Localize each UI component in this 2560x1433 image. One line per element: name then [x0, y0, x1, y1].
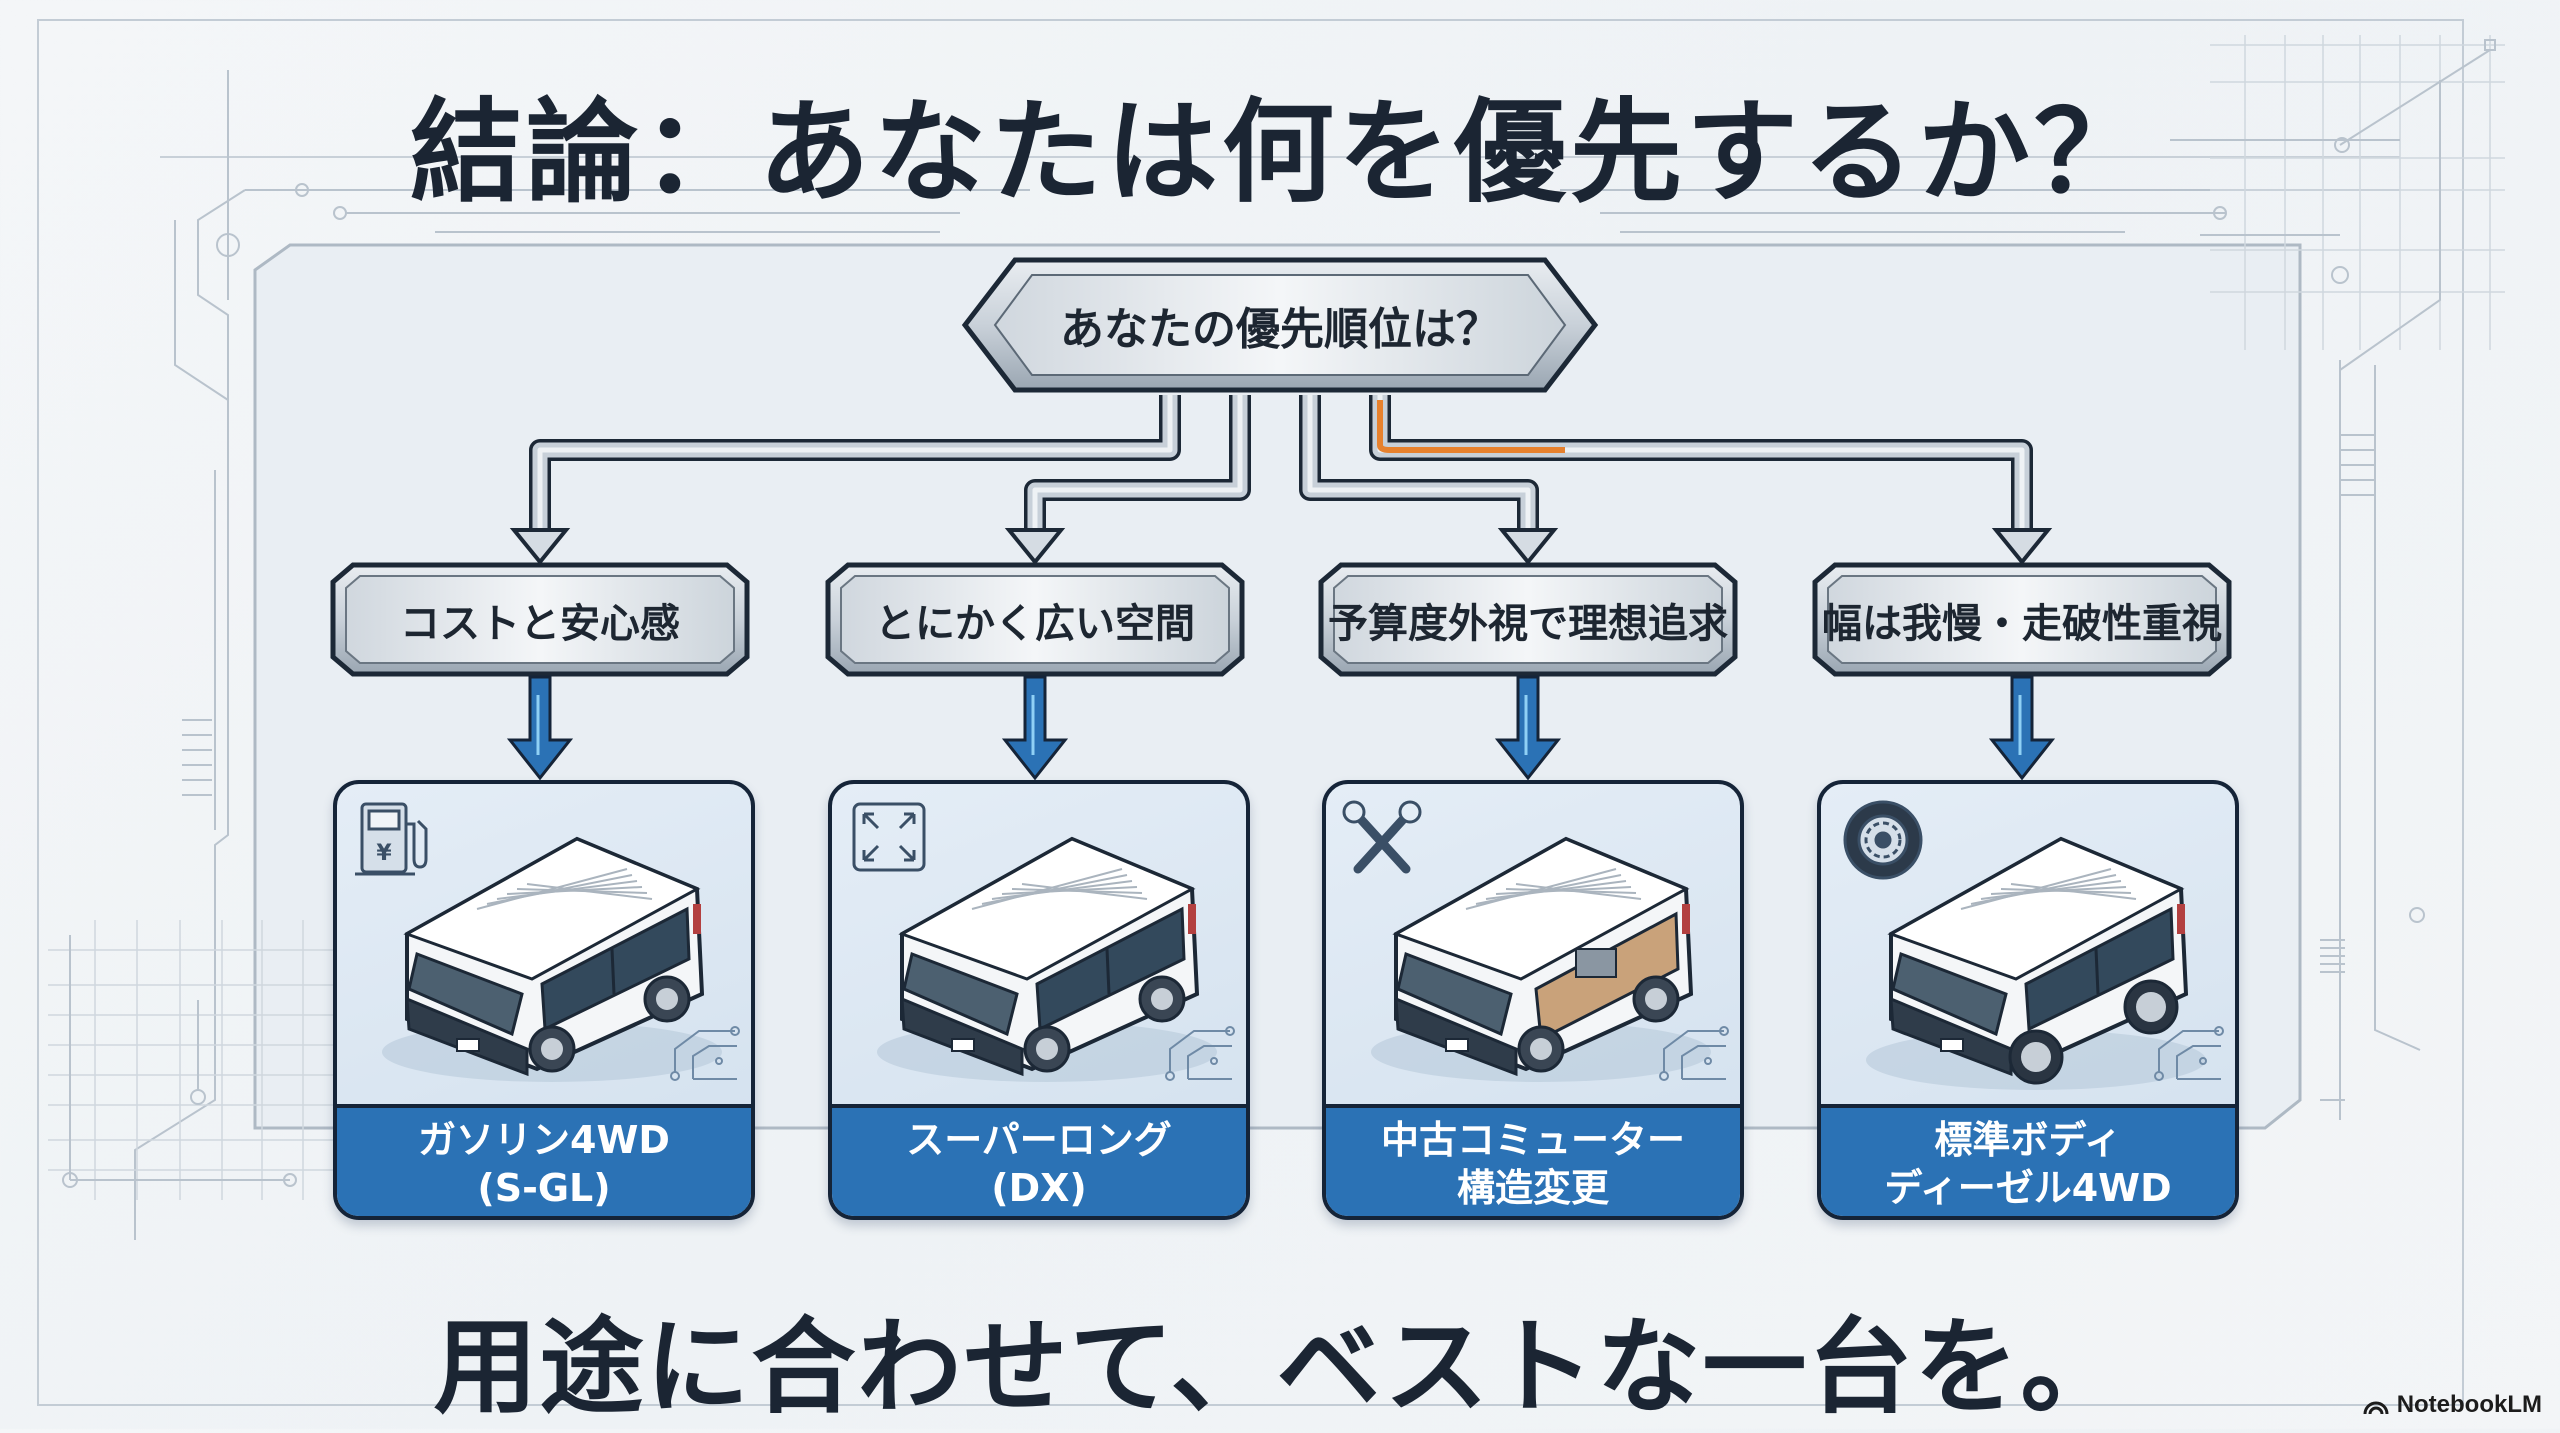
result-card-super-long[interactable]: スーパーロング (DX)	[828, 780, 1250, 1220]
connector-pipe	[1004, 395, 1251, 566]
van-illustration	[1342, 800, 1729, 1082]
plate-shape	[330, 562, 750, 677]
result-label: スーパーロング (DX)	[832, 1104, 1246, 1216]
brand-name: NotebookLM	[2396, 1391, 2542, 1418]
van-body-icon	[382, 836, 722, 1082]
root-question-node: あなたの優先順位は？	[960, 255, 1600, 395]
result-card-diesel-4wd[interactable]: 標準ボディ ディーゼル4WD	[1817, 780, 2239, 1220]
priority-label: とにかく広い空間	[875, 600, 1195, 647]
priority-label: コストと安心感	[400, 600, 680, 647]
plate-shape	[1812, 562, 2232, 677]
highlight-trace	[1377, 400, 1565, 453]
van-illustration	[852, 802, 1235, 1082]
result-line-2: (DX)	[991, 1166, 1087, 1210]
plate-shape	[825, 562, 1245, 677]
arrowhead-icon	[1004, 528, 1066, 566]
result-line-1: 中古コミューター	[1380, 1118, 1685, 1162]
result-label: 中古コミューター 構造変更	[1326, 1104, 1740, 1216]
closing-slogan: 用途に合わせて、ベストな一台を。	[433, 1306, 2127, 1428]
result-line-2: ディーゼル4WD	[1884, 1166, 2172, 1210]
priority-node-ideal: 予算度外視で理想追求	[1318, 562, 1738, 677]
result-label: 標準ボディ ディーゼル4WD	[1821, 1104, 2235, 1216]
notebooklm-logo-icon	[2363, 1401, 2389, 1415]
arrowhead-icon	[1991, 528, 2053, 566]
result-line-2: (S-GL)	[477, 1166, 611, 1210]
branch-connectors	[509, 395, 2053, 566]
van-body-icon	[1866, 836, 2206, 1090]
fuel-pump-yen-icon: ¥	[355, 802, 428, 876]
result-card-used-commuter[interactable]: 中古コミューター 構造変更	[1322, 780, 1744, 1220]
van-body-icon	[1371, 836, 1711, 1082]
connector-pipe	[509, 395, 1181, 566]
offroad-tire-icon	[1843, 800, 1923, 880]
van-illustration: ¥	[355, 802, 740, 1082]
van-illustration	[1843, 800, 2224, 1090]
van-body-icon	[877, 836, 1217, 1082]
priority-node-offroad: 幅は我慢・走破性重視	[1812, 562, 2232, 677]
hexagon-plate-shape	[961, 257, 1599, 393]
circuit-corner-icon	[1659, 1026, 1729, 1081]
svg-text:¥: ¥	[376, 841, 392, 866]
plate-shape	[1318, 562, 1738, 677]
arrowhead-icon	[509, 528, 571, 566]
expand-arrows-icon	[852, 802, 926, 872]
priority-node-cost: コストと安心感	[330, 562, 750, 677]
result-line-2: 構造変更	[1456, 1166, 1609, 1210]
page-title: 結論：あなたは何を優先するか？	[410, 88, 2150, 218]
connector-pipe	[1299, 395, 1559, 566]
circuit-corner-icon	[670, 1026, 740, 1081]
root-question-label: あなたの優先順位は？	[1060, 304, 1500, 355]
circuit-corner-icon	[1165, 1026, 1235, 1081]
crossed-wrenches-icon	[1342, 800, 1422, 874]
arrowhead-icon	[1497, 528, 1559, 566]
result-line-1: ガソリン4WD	[418, 1118, 670, 1162]
result-card-gasoline-4wd[interactable]: ¥ ガソリン4WD (S-GL)	[333, 780, 755, 1220]
circuit-corner-icon	[2154, 1026, 2224, 1081]
priority-node-space: とにかく広い空間	[825, 562, 1245, 677]
result-label: ガソリン4WD (S-GL)	[337, 1104, 751, 1216]
result-line-1: スーパーロング	[906, 1118, 1172, 1162]
brand-watermark: NotebookLM	[2363, 1391, 2542, 1419]
priority-label: 予算度外視で理想追求	[1328, 600, 1728, 647]
result-line-1: 標準ボディ	[1934, 1118, 2122, 1162]
priority-label: 幅は我慢・走破性重視	[1822, 600, 2222, 647]
